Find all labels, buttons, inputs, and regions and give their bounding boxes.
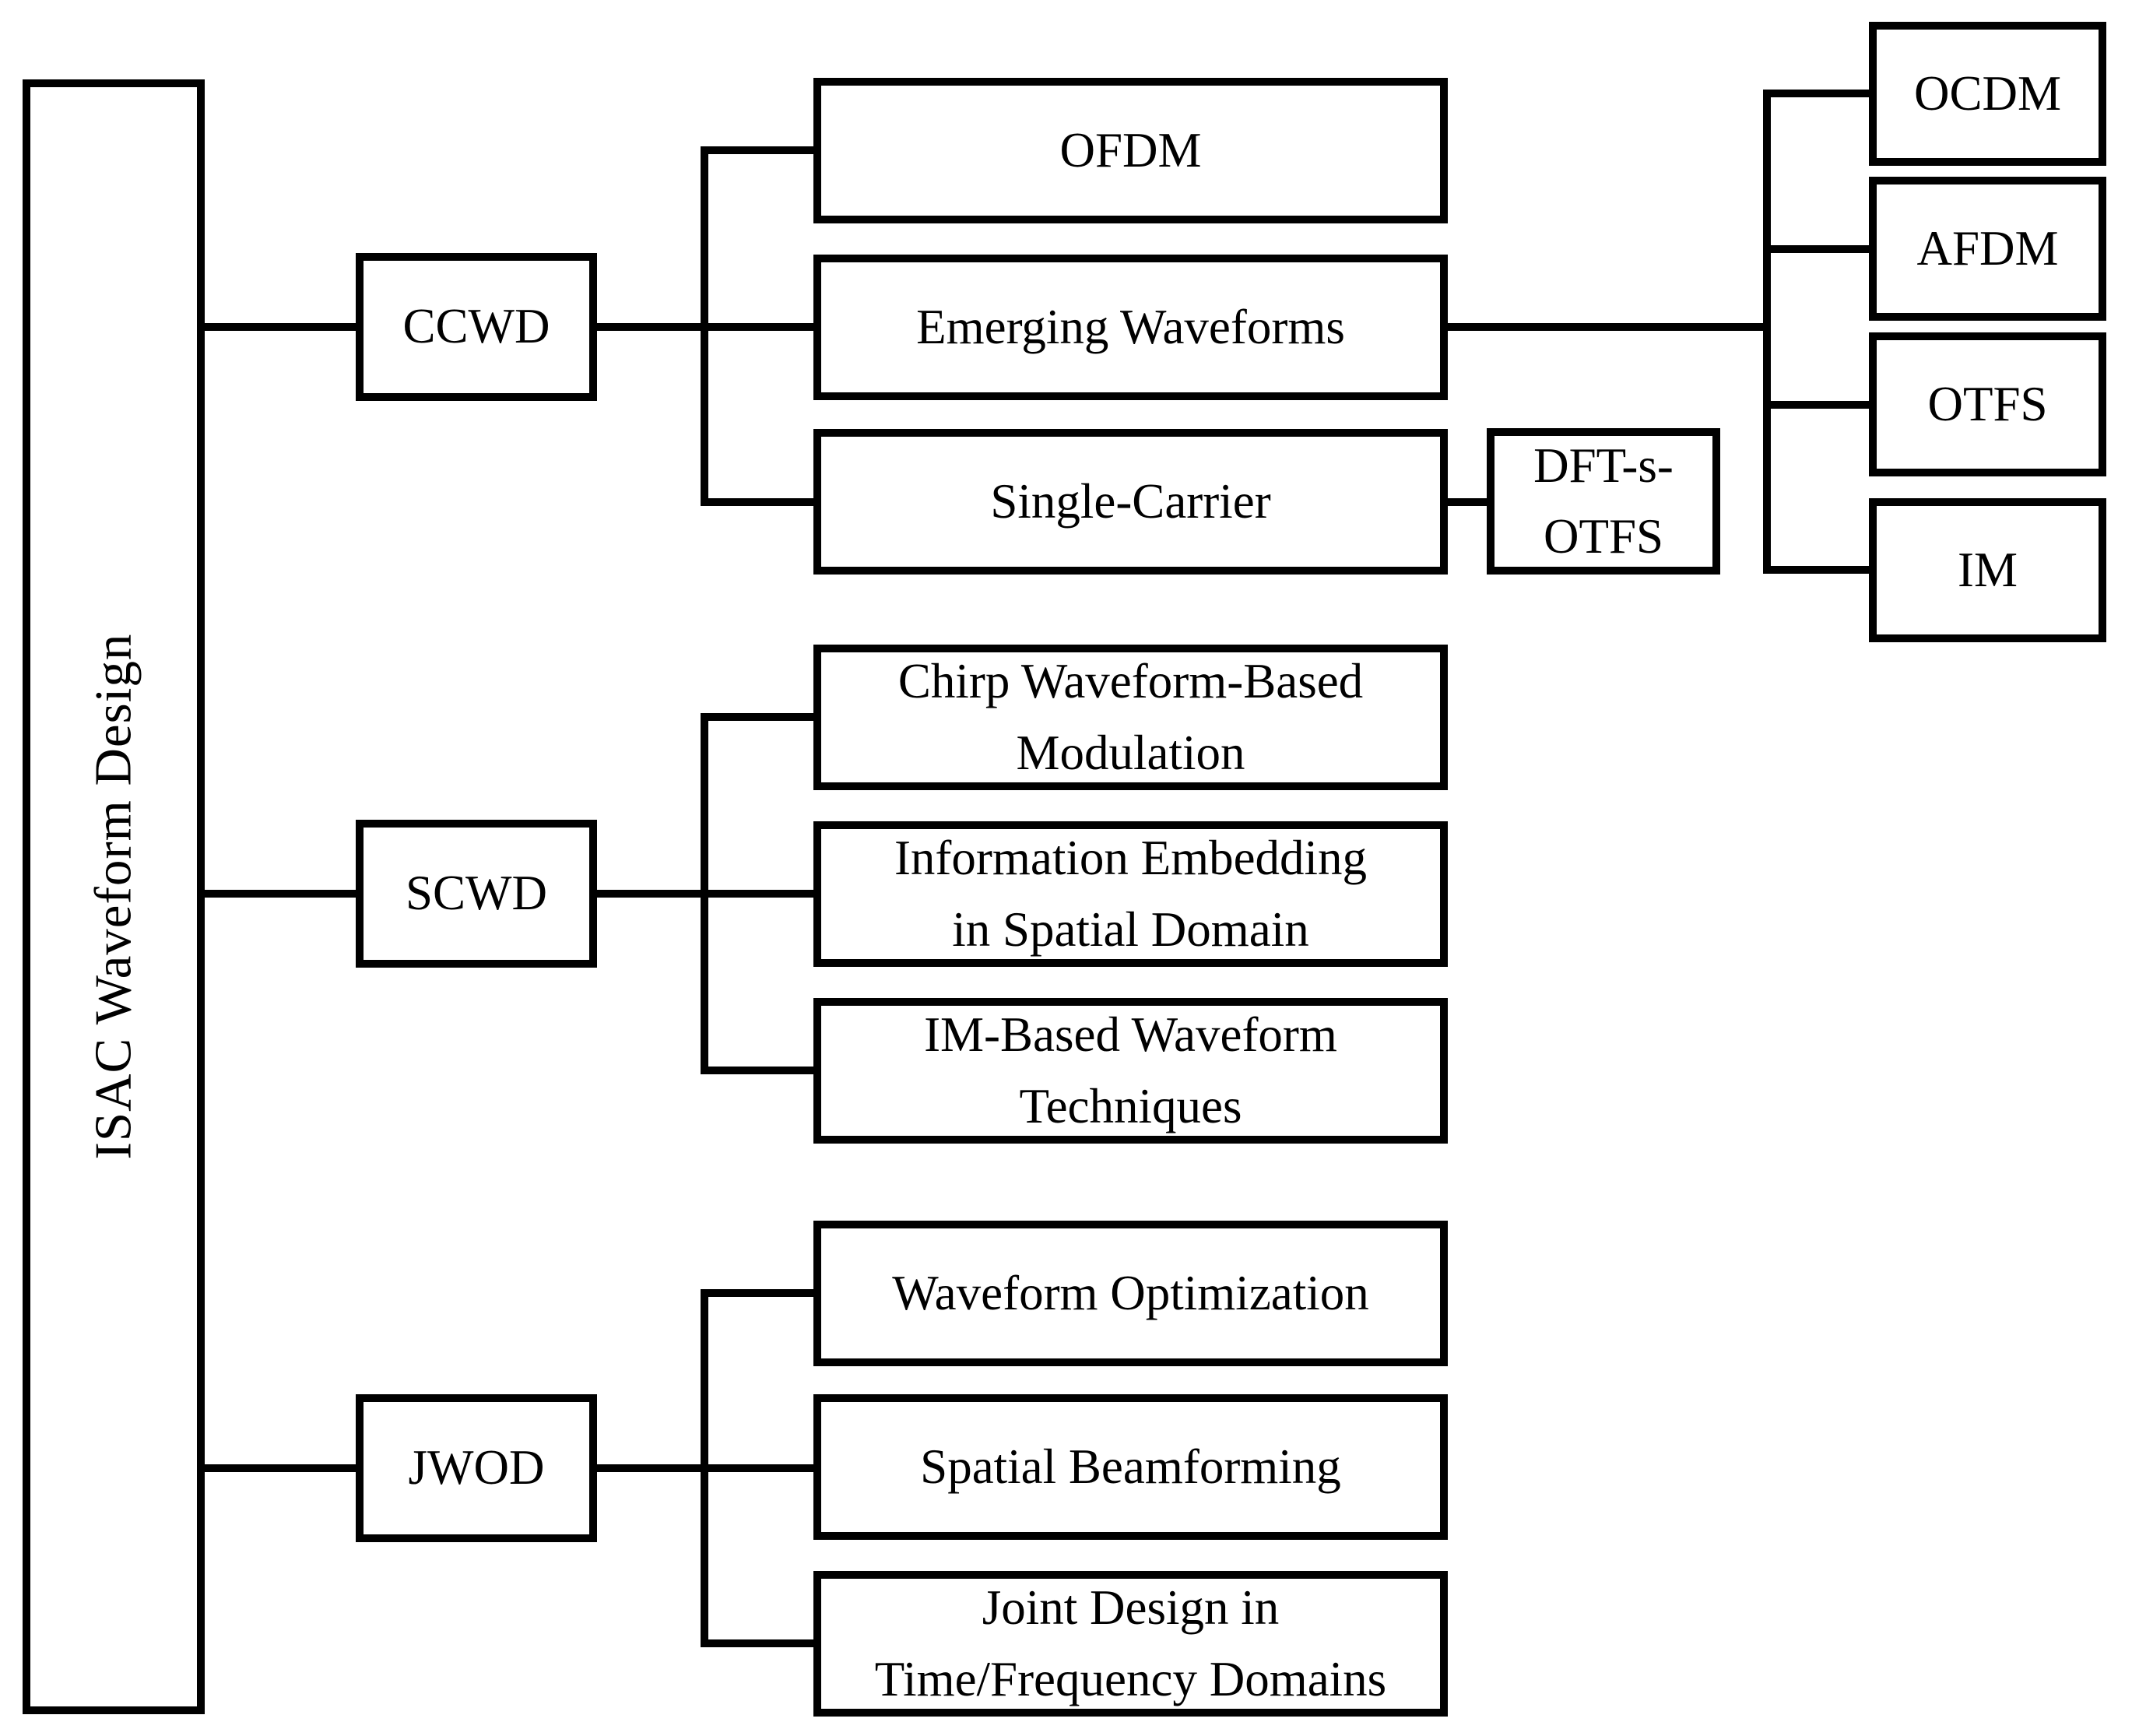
connector-scwd-information-embedding: [597, 890, 813, 898]
node-waveform-optimization: Waveform Optimization: [813, 1221, 1448, 1366]
connector-scwd-chirp: [701, 713, 813, 721]
connector-emerging-ocdm: [1763, 90, 1869, 97]
connector-emerging-afdm: [1763, 245, 1869, 253]
node-otfs: OTFS: [1869, 332, 2106, 476]
node-isac-waveform-design: ISAC Waveform Design: [23, 79, 205, 1714]
node-joint-design-time-frequency-domains: Joint Design in Time/Frequency Domains: [813, 1571, 1448, 1717]
node-chirp-waveform-based-modulation: Chirp Waveform-Based Modulation: [813, 645, 1448, 790]
node-emerging-waveforms-label: Emerging Waveforms: [916, 299, 1345, 354]
connector-emerging-im: [1763, 566, 1869, 574]
node-dft-s-otfs-label: DFT-s- OTFS: [1533, 438, 1674, 564]
node-jwod: JWOD: [356, 1394, 597, 1542]
node-waveform-optimization-label: Waveform Optimization: [892, 1265, 1369, 1320]
connector-emerging-spine: [1763, 90, 1771, 574]
node-ocdm: OCDM: [1869, 22, 2106, 166]
connector-root-scwd: [205, 890, 356, 898]
node-afdm-label: AFDM: [1916, 220, 2059, 276]
connector-emerging-otfs: [1763, 401, 1869, 409]
node-otfs-label: OTFS: [1927, 376, 2048, 431]
connector-root-jwod: [205, 1464, 356, 1472]
connector-emerging-spine-feed: [1448, 323, 1771, 331]
node-ccwd-label: CCWD: [402, 299, 550, 354]
node-dft-s-otfs: DFT-s- OTFS: [1487, 428, 1720, 575]
node-single-carrier-label: Single-Carrier: [990, 473, 1271, 529]
connector-scwd-im-based: [701, 1067, 813, 1074]
node-spatial-beamforming-label: Spatial Beamforming: [920, 1439, 1341, 1494]
connector-jwod-waveform-optimization: [701, 1289, 813, 1297]
connector-ccwd-ofdm: [701, 146, 813, 154]
node-im-based-waveform-techniques: IM-Based Waveform Techniques: [813, 998, 1448, 1144]
node-afdm: AFDM: [1869, 177, 2106, 321]
node-im-based-waveform-techniques-label: IM-Based Waveform Techniques: [924, 1007, 1337, 1133]
node-ofdm: OFDM: [813, 78, 1448, 223]
connector-jwod-spatial-beamforming: [597, 1464, 813, 1472]
node-ofdm-label: OFDM: [1059, 122, 1202, 177]
node-im-label: IM: [1958, 542, 2018, 597]
node-ccwd: CCWD: [356, 253, 597, 401]
node-im: IM: [1869, 498, 2106, 642]
node-information-embedding-spatial-domain-label: Information Embedding in Spatial Domain: [894, 831, 1368, 957]
connector-ccwd-single-carrier: [701, 498, 813, 506]
node-information-embedding-spatial-domain: Information Embedding in Spatial Domain: [813, 821, 1448, 967]
node-scwd-label: SCWD: [405, 866, 548, 921]
connector-ccwd-emerging: [597, 323, 813, 331]
connector-root-ccwd: [205, 323, 356, 331]
node-ocdm-label: OCDM: [1913, 65, 2062, 121]
connector-jwod-joint-design: [701, 1639, 813, 1647]
node-single-carrier: Single-Carrier: [813, 429, 1448, 575]
connector-single-carrier-dft-s-otfs: [1448, 498, 1487, 506]
node-joint-design-time-frequency-domains-label: Joint Design in Time/Frequency Domains: [874, 1580, 1387, 1706]
node-isac-waveform-design-label: ISAC Waveform Design: [84, 634, 142, 1160]
node-jwod-label: JWOD: [408, 1440, 545, 1495]
node-chirp-waveform-based-modulation-label: Chirp Waveform-Based Modulation: [897, 654, 1364, 780]
node-scwd: SCWD: [356, 820, 597, 968]
node-emerging-waveforms: Emerging Waveforms: [813, 255, 1448, 400]
node-spatial-beamforming: Spatial Beamforming: [813, 1394, 1448, 1540]
